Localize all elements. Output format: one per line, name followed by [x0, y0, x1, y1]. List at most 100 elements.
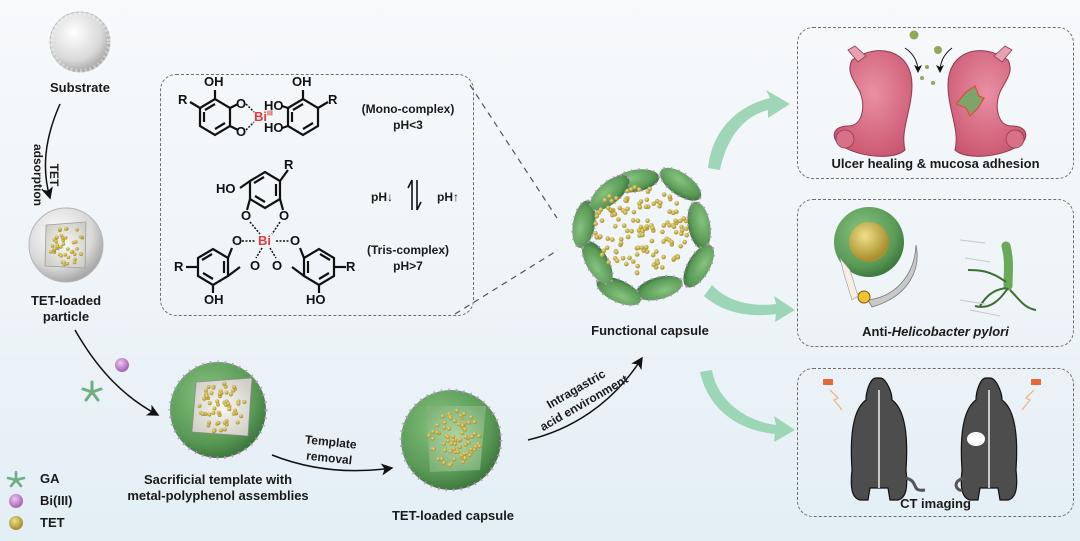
tet-particle	[634, 270, 640, 276]
tet-particle	[431, 429, 436, 434]
tet-particle	[470, 434, 475, 439]
tet-particle	[427, 433, 432, 438]
tet-particle	[682, 239, 687, 245]
tet-particle	[612, 224, 618, 229]
tet-particle	[439, 456, 444, 461]
tet-particle	[679, 224, 684, 230]
chem-o: O	[279, 208, 290, 223]
tet-particle	[634, 252, 640, 257]
ph-decrease-label: pH↓	[371, 190, 393, 204]
ulcer-coating	[955, 85, 985, 118]
tet-particle	[630, 259, 636, 264]
tet-particle	[594, 234, 599, 240]
chem-ho: HO	[216, 181, 236, 196]
tet-particle	[446, 438, 451, 443]
arrow-to-ulcer-panel	[708, 90, 790, 170]
tet-particle	[661, 192, 667, 197]
chem-o: O	[236, 124, 247, 139]
tet-particle	[72, 252, 77, 256]
tet-particle	[462, 411, 467, 416]
tet-particle	[440, 414, 445, 419]
tet-particle	[460, 430, 465, 435]
tet-particle	[216, 420, 221, 425]
chem-r: R	[346, 259, 356, 274]
tet-particle	[211, 385, 216, 390]
chem-o: O	[250, 258, 261, 273]
tet-particle	[61, 242, 66, 246]
tet-particle	[462, 451, 467, 456]
tet-particle	[638, 224, 644, 230]
tet-particle	[454, 408, 459, 413]
tet-particle	[441, 441, 446, 446]
mouse-ct-scan-left	[850, 377, 926, 501]
tet-particle	[660, 229, 665, 235]
arrow-to-hp-panel	[704, 285, 795, 322]
bi-oxidation-state: III	[267, 110, 273, 118]
tet-particle	[644, 197, 650, 203]
tet-particle	[442, 425, 447, 430]
healthy-stomach-icon	[833, 45, 913, 157]
tet-particle	[636, 228, 642, 233]
tet-particle	[217, 392, 222, 397]
tet-particle	[599, 218, 605, 223]
tet-particle	[645, 218, 650, 223]
tet-particle	[632, 185, 638, 190]
tet-particle	[207, 412, 212, 417]
ga-star-icon	[81, 380, 103, 402]
tet-particle	[452, 457, 457, 462]
tet-particle	[623, 198, 628, 203]
tet-particle	[48, 250, 53, 254]
tet-particle	[636, 187, 642, 192]
xray-source-right-icon	[1021, 379, 1041, 411]
tet-particle	[667, 209, 672, 214]
sacrificial-template-label-line1: Sacrificial template with	[143, 472, 293, 487]
tet-particle	[63, 252, 68, 257]
zoom-connector-bottom	[454, 249, 559, 315]
legend-label: Bi(III)	[40, 493, 73, 508]
tet-particle	[678, 218, 683, 224]
tet-particle	[620, 255, 626, 261]
tet-particle	[624, 228, 630, 234]
tet-particle	[461, 460, 466, 465]
tet-particle	[215, 402, 220, 407]
arrow-to-ct-panel	[700, 370, 795, 442]
tet-particle	[222, 381, 227, 386]
tris-complex-structure	[186, 169, 346, 293]
tet-particle	[644, 249, 650, 254]
tet-particle	[651, 201, 656, 206]
tet-particle	[200, 411, 205, 416]
tet-particle	[222, 427, 227, 432]
chem-oh: OH	[292, 74, 312, 89]
tet-particle	[456, 422, 461, 427]
tet-particle	[55, 244, 60, 249]
tet-particle	[211, 410, 216, 415]
tet-particle	[452, 441, 457, 446]
star-icon	[6, 470, 26, 488]
tet-particle	[435, 430, 440, 435]
tet-particle	[594, 213, 600, 219]
tet-particle	[605, 205, 611, 211]
panel-arrows	[700, 90, 795, 442]
sacrificial-template-label-line2: metal-polyphenol assemblies	[127, 488, 309, 503]
tet-particle	[661, 223, 667, 228]
tet-particle	[644, 224, 650, 229]
tet-particle	[625, 206, 630, 212]
tet-particle	[50, 244, 55, 248]
tet-particle	[79, 252, 83, 257]
tet-particle	[231, 388, 236, 393]
tet-particle	[63, 235, 68, 240]
tet-particle	[473, 444, 478, 449]
tet-particle	[226, 401, 231, 406]
tet-particle	[75, 227, 79, 232]
tet-particle	[452, 419, 457, 424]
tet-particle	[430, 436, 435, 441]
capsule-fragment	[588, 174, 631, 212]
tet-particle	[606, 260, 611, 265]
tet-particle	[643, 204, 649, 209]
tet-particle	[206, 385, 211, 390]
chem-bismuth: Bi	[258, 233, 271, 248]
ct-panel-graphic	[823, 377, 1041, 501]
tet-particle	[224, 390, 229, 395]
tet-particle	[616, 217, 621, 222]
tet-particle	[232, 385, 237, 390]
